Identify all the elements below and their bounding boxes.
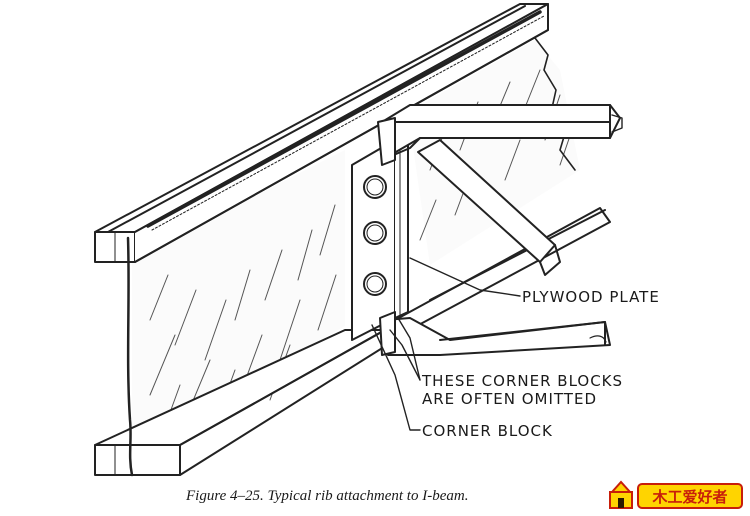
- figure-caption: Figure 4–25. Typical rib attachment to I…: [186, 488, 469, 504]
- bottom-flange: [94, 207, 611, 476]
- watermark-logo: 木工爱好者: [609, 480, 743, 509]
- corner-blocks-note-line2: ARE OFTEN OMITTED: [422, 390, 597, 408]
- leader-lines: [371, 257, 521, 431]
- plywood-plate-label: PLYWOOD PLATE: [522, 288, 660, 306]
- craftsman-icon: [609, 480, 633, 509]
- lower-rib-cap: [384, 317, 611, 356]
- bolt-hole: [363, 272, 387, 296]
- diagonal-brace: [417, 139, 561, 276]
- bolt-hole: [363, 175, 387, 199]
- top-flange: [94, 3, 549, 263]
- corner-block: [379, 311, 396, 356]
- web-edge: [126, 236, 134, 477]
- watermark-text: 木工爱好者: [651, 488, 727, 506]
- corner-block: [377, 117, 396, 166]
- corner-block-label: CORNER BLOCK: [422, 422, 553, 440]
- bolt-hole: [363, 221, 387, 245]
- corner-blocks-note-line1: THESE CORNER BLOCKS: [421, 372, 623, 390]
